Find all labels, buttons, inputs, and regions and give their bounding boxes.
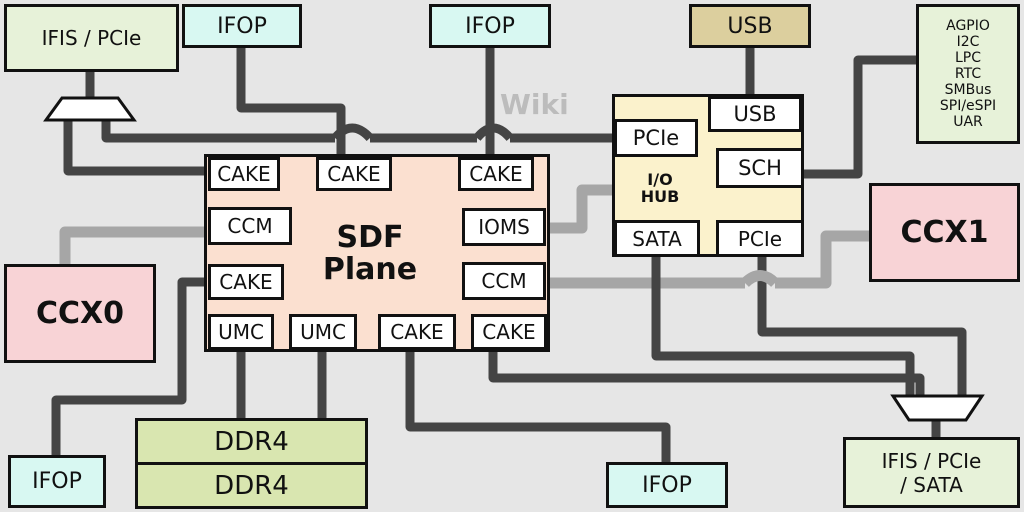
- sdf-port-umc-1: UMC: [208, 314, 274, 350]
- ccx0-block: CCX0: [4, 264, 156, 363]
- sdf-port-umc-2: UMC: [289, 314, 357, 350]
- peripheral-rtc: RTC: [954, 66, 982, 82]
- wire-pcie-mux: [757, 256, 967, 398]
- peripheral-lpc: LPC: [954, 50, 982, 66]
- ddr4-lower: DDR4: [135, 462, 368, 509]
- wire-cake-br-mux: [488, 350, 925, 398]
- wire-mux-cake-tl: [63, 120, 210, 176]
- peripheral-list: AGPIO I2C LPC RTC SMBus SPI/eSPI UAR: [916, 4, 1020, 144]
- ccx1-block: CCX1: [869, 183, 1020, 282]
- sdf-port-ccm-left: CCM: [208, 207, 292, 245]
- wire-ioms-iohub: [548, 184, 612, 234]
- wire-ccm-ccx1: [548, 230, 869, 289]
- wire-cake-bm-ifop: [405, 350, 671, 465]
- wire-hump-1: [331, 123, 374, 142]
- sdf-title-line2: Plane: [322, 251, 418, 287]
- io-hub-title-line1: I/O: [647, 170, 673, 189]
- sdf-title-line1: SDF: [336, 220, 404, 255]
- watermark-text: Wiki: [500, 88, 569, 121]
- ifis-bottom-line2: / SATA: [900, 472, 963, 497]
- sdf-port-cake-ml: CAKE: [208, 264, 284, 300]
- io-hub-sata: SATA: [614, 220, 700, 257]
- ifis-bottom-line1: IFIS / PCIe: [881, 448, 982, 473]
- sdf-plane-title: SDF Plane: [300, 222, 440, 285]
- io-hub-sch: SCH: [716, 148, 804, 188]
- io-hub-title: I/O HUB: [632, 170, 688, 206]
- ifop-top-left: IFOP: [182, 4, 302, 48]
- mux-top-left: [43, 96, 137, 122]
- io-hub-pcie-top: PCIe: [614, 119, 698, 157]
- io-hub-title-line2: HUB: [640, 186, 680, 206]
- sdf-port-cake-br: CAKE: [471, 314, 547, 350]
- ifop-top-center: IFOP: [429, 4, 551, 48]
- wire-cake-ccx0-ifop: [51, 277, 210, 458]
- peripheral-i2c: I2C: [956, 34, 980, 50]
- sdf-port-cake-tr: CAKE: [458, 157, 534, 191]
- wire-hump-2: [473, 123, 514, 142]
- sdf-port-ioms: IOMS: [462, 208, 546, 246]
- usb-top: USB: [689, 4, 811, 48]
- wire-sch-peripherals: [804, 55, 918, 179]
- sdf-port-cake-bm: CAKE: [378, 314, 456, 350]
- io-hub-usb: USB: [708, 96, 802, 132]
- peripheral-smbus: SMBus: [944, 82, 992, 98]
- sdf-port-ccm-right: CCM: [462, 262, 546, 300]
- sdf-port-cake-tl: CAKE: [208, 157, 280, 191]
- wire-hump-3: [741, 270, 779, 288]
- ddr4-upper: DDR4: [135, 418, 368, 465]
- ifis-pcie-top: IFIS / PCIe: [4, 4, 179, 72]
- io-hub-pcie-bottom: PCIe: [716, 220, 804, 257]
- peripheral-agpio: AGPIO: [946, 18, 990, 34]
- peripheral-spi-espi: SPI/eSPI: [939, 98, 997, 114]
- wire-sata-mux: [651, 256, 915, 398]
- ifis-pcie-sata-bottom: IFIS / PCIe / SATA: [843, 437, 1020, 508]
- peripheral-uar: UAR: [953, 114, 983, 130]
- ifop-bottom-left: IFOP: [8, 455, 106, 508]
- ifop-bottom-center: IFOP: [606, 462, 728, 508]
- sdf-port-cake-tm: CAKE: [316, 157, 392, 191]
- wire-ccx0-ccm: [59, 226, 210, 266]
- mux-bottom-right: [890, 394, 985, 422]
- wire-mux-cake-tr: [101, 120, 612, 143]
